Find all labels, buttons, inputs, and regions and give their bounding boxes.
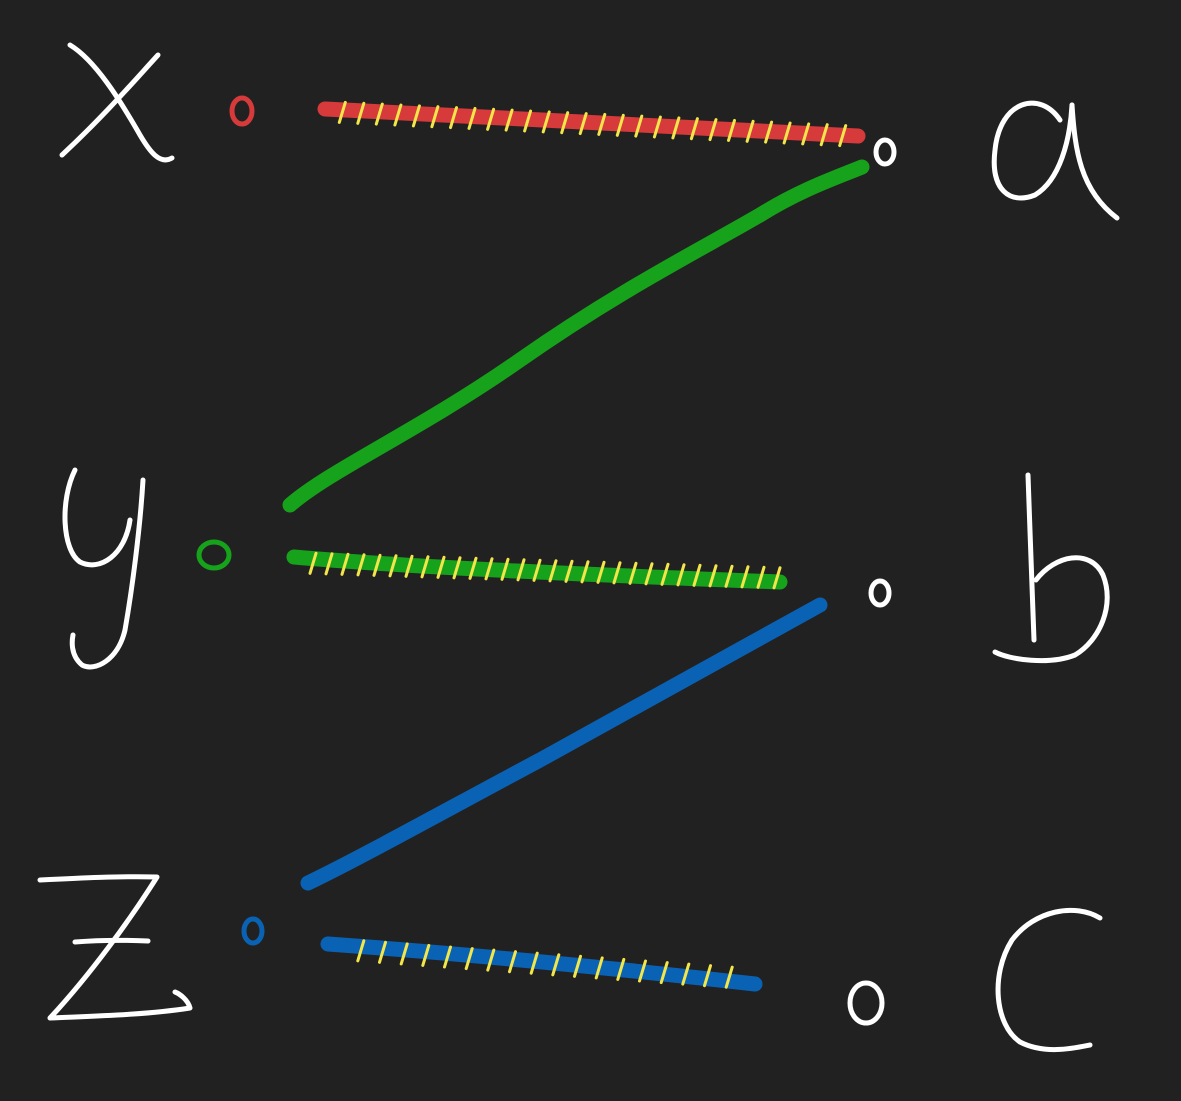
- hatch-mark: [340, 552, 350, 576]
- node-dot-b: [868, 578, 892, 608]
- hatch-mark: [393, 103, 403, 127]
- edge-x-a: [317, 101, 866, 144]
- edge-z-b: [300, 597, 828, 891]
- hatch-mark: [560, 111, 570, 135]
- hatch-mark: [430, 105, 440, 129]
- hatch-mark: [486, 107, 496, 131]
- hatch-mark: [756, 565, 766, 589]
- hatch-mark: [612, 561, 622, 585]
- hatch-mark: [532, 558, 542, 582]
- hatch-mark: [727, 118, 736, 142]
- hatch-mark: [740, 565, 750, 589]
- hatch-mark: [523, 109, 533, 133]
- hatch-mark: [551, 953, 561, 977]
- hatch-mark: [324, 552, 334, 576]
- hatch-mark: [564, 559, 574, 583]
- hatch-mark: [681, 962, 691, 986]
- hatch-mark: [578, 112, 588, 136]
- node-dot-a: [873, 137, 897, 167]
- hatch-mark: [638, 959, 647, 983]
- letter-y: [62, 467, 146, 670]
- hatch-mark: [708, 118, 718, 142]
- hatch-mark: [308, 551, 318, 575]
- hatch-mark: [745, 119, 755, 143]
- hatching-edge-x-a: [337, 100, 848, 148]
- hatch-mark: [724, 564, 734, 588]
- hatch-mark: [420, 555, 430, 579]
- hatch-mark: [703, 964, 712, 988]
- node-dot-c: [847, 980, 885, 1026]
- hatch-mark: [772, 566, 782, 590]
- hatch-mark: [660, 562, 670, 586]
- hatch-mark: [337, 100, 347, 124]
- hatch-mark: [634, 114, 644, 138]
- letter-b: [992, 472, 1110, 664]
- hatch-mark: [378, 940, 387, 964]
- hatch-mark: [652, 115, 662, 139]
- hatch-mark: [356, 553, 366, 577]
- hatch-mark: [541, 110, 551, 134]
- hatch-mark: [356, 101, 366, 125]
- hatch-mark: [689, 117, 699, 141]
- hatch-mark: [452, 556, 462, 580]
- node-dot-y: [196, 539, 232, 571]
- hatching-edge-z-c: [356, 939, 734, 989]
- hatch-mark: [724, 965, 734, 989]
- hatch-mark: [596, 560, 606, 584]
- hatch-mark: [594, 956, 604, 980]
- node-dot-z: [241, 916, 265, 946]
- edge-z-c: [320, 936, 763, 992]
- hatch-mark: [411, 104, 421, 128]
- letter-x: [59, 42, 175, 163]
- hatch-mark: [486, 948, 496, 972]
- hatch-mark: [421, 943, 431, 967]
- hatch-mark: [597, 112, 607, 136]
- hatch-mark: [399, 942, 409, 966]
- hatch-mark: [404, 554, 414, 578]
- hatch-mark: [356, 939, 366, 963]
- hatch-mark: [529, 951, 539, 975]
- hatch-mark: [388, 554, 398, 578]
- hatch-mark: [659, 961, 669, 985]
- hatching-edge-y-b: [308, 551, 782, 590]
- hatch-mark: [628, 561, 638, 585]
- hatch-mark: [764, 120, 774, 144]
- hatch-mark: [484, 557, 494, 581]
- hatch-mark: [372, 553, 382, 577]
- hatch-mark: [676, 563, 686, 587]
- edge-y-b: [286, 549, 788, 590]
- hatch-mark: [782, 121, 792, 145]
- hatch-mark: [504, 108, 514, 132]
- hatch-mark: [374, 102, 384, 126]
- hatch-mark: [467, 106, 477, 130]
- hatch-mark: [516, 558, 526, 582]
- hatch-mark: [548, 559, 558, 583]
- hatch-mark: [443, 945, 452, 969]
- letter-z: [37, 874, 193, 1021]
- hatch-mark: [615, 113, 625, 137]
- hatch-mark: [580, 560, 590, 584]
- hatch-mark: [500, 557, 510, 581]
- hatch-mark: [708, 564, 718, 588]
- hatch-mark: [573, 954, 582, 978]
- hatch-mark: [436, 555, 446, 579]
- hatch-mark: [692, 563, 702, 587]
- node-dot-x: [229, 95, 255, 127]
- hatch-mark: [819, 123, 829, 147]
- hatch-mark: [616, 957, 626, 981]
- hatch-mark: [449, 106, 458, 130]
- letter-a: [991, 100, 1120, 221]
- hatch-mark: [671, 116, 681, 140]
- hatch-mark: [644, 562, 654, 586]
- hatch-mark: [508, 950, 517, 974]
- hatch-mark: [838, 124, 848, 148]
- letter-c: [995, 907, 1103, 1053]
- hatch-mark: [464, 947, 474, 971]
- edge-y-a: [282, 159, 870, 513]
- hatch-mark: [468, 556, 478, 580]
- hatch-mark: [801, 122, 811, 146]
